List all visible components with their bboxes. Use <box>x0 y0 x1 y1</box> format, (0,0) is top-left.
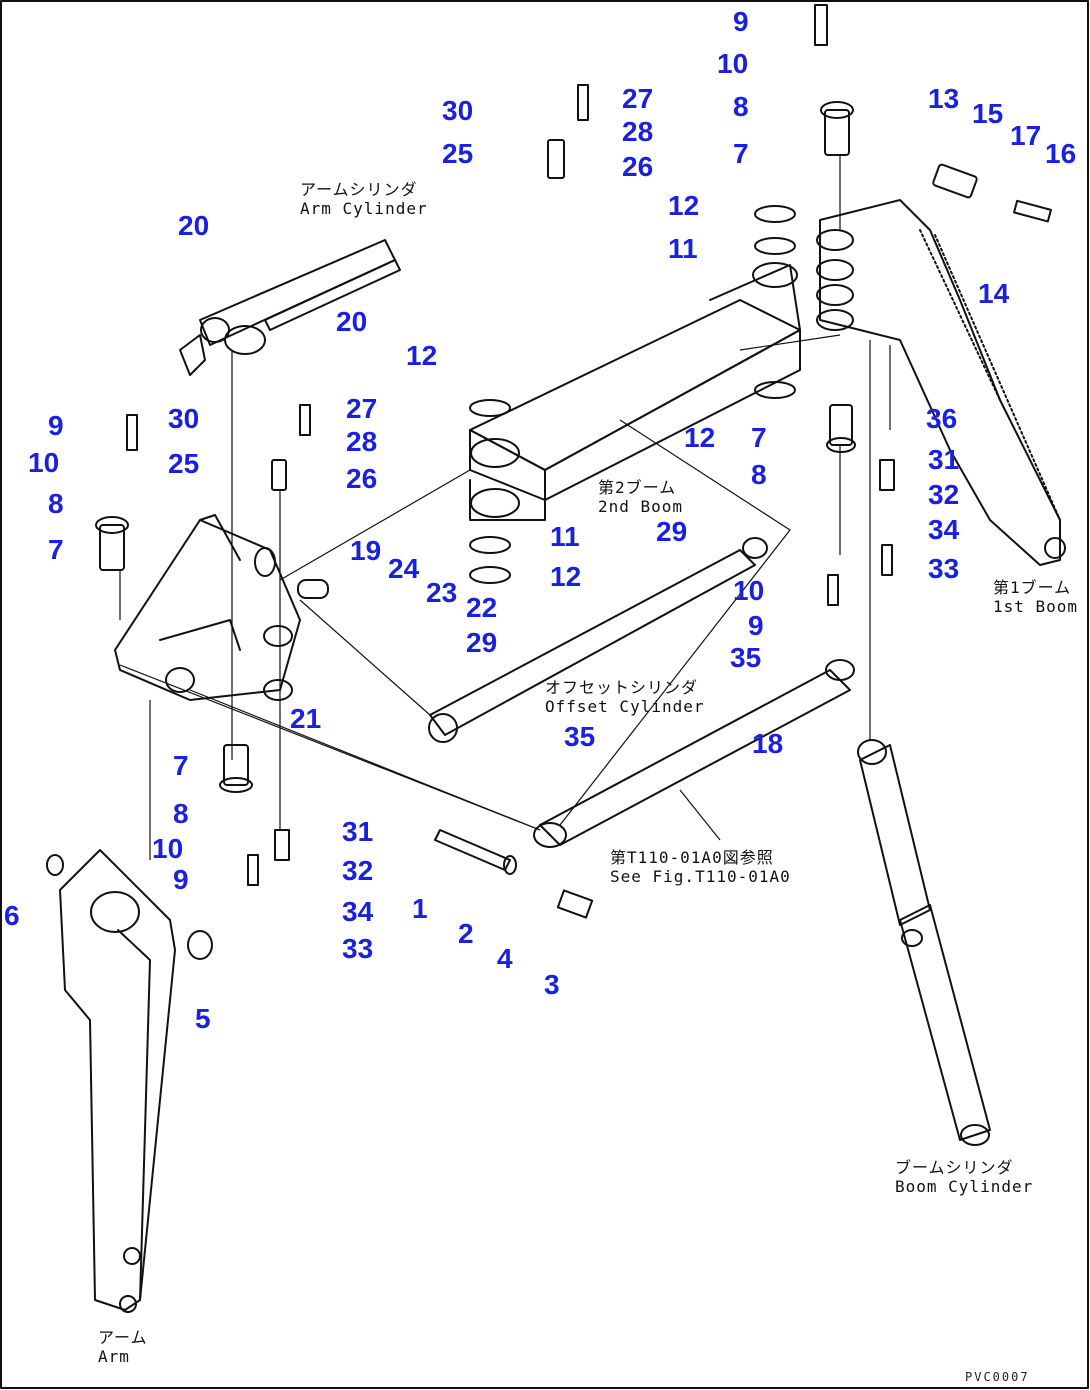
callout-item-22[interactable]: 22 <box>466 592 498 623</box>
callout-item-34[interactable]: 34 <box>342 896 374 927</box>
callout-item-7[interactable]: 7 <box>48 534 64 565</box>
caption-first-boom-en: 1st Boom <box>993 597 1079 616</box>
caption-second-boom-en: 2nd Boom <box>598 497 684 516</box>
callout-item-7[interactable]: 7 <box>751 422 767 453</box>
caption-boom-cylinder: ブームシリンダ Boom Cylinder <box>895 1158 1033 1196</box>
callout-item-2[interactable]: 2 <box>458 918 474 949</box>
callout-item-9[interactable]: 9 <box>733 6 749 37</box>
callout-item-30[interactable]: 30 <box>168 403 200 434</box>
callout-item-23[interactable]: 23 <box>426 577 458 608</box>
caption-arm-cylinder-en: Arm Cylinder <box>300 199 428 218</box>
callout-item-27[interactable]: 27 <box>346 393 378 424</box>
callout-item-7[interactable]: 7 <box>733 138 749 169</box>
callout-item-25[interactable]: 25 <box>442 138 474 169</box>
callout-item-14[interactable]: 14 <box>978 278 1010 309</box>
caption-see-fig-ja: 第T110-01A0図参照 <box>610 848 774 867</box>
small-parts <box>46 4 1052 960</box>
callout-item-13[interactable]: 13 <box>928 83 960 114</box>
callout-item-26[interactable]: 26 <box>346 463 378 494</box>
callout-item-8[interactable]: 8 <box>733 91 749 122</box>
arm-cylinder-shape <box>179 239 401 376</box>
callout-item-19[interactable]: 19 <box>350 535 382 566</box>
callout-item-10[interactable]: 10 <box>733 575 765 606</box>
callout-item-29[interactable]: 29 <box>656 516 688 547</box>
callout-item-16[interactable]: 16 <box>1045 138 1077 169</box>
callout-item-11[interactable]: 11 <box>550 521 580 552</box>
arm-shape <box>59 849 176 1313</box>
callout-item-12[interactable]: 12 <box>550 561 582 592</box>
caption-arm-ja: アーム <box>98 1328 148 1347</box>
callout-item-12[interactable]: 12 <box>668 190 700 221</box>
pin-shape <box>434 829 511 871</box>
callout-item-27[interactable]: 27 <box>622 83 654 114</box>
callout-item-21[interactable]: 21 <box>290 703 322 734</box>
callout-item-8[interactable]: 8 <box>48 488 64 519</box>
second-boom-shape <box>469 262 801 521</box>
caption-boom-cylinder-en: Boom Cylinder <box>895 1177 1034 1196</box>
callout-item-28[interactable]: 28 <box>346 426 378 457</box>
callout-item-29[interactable]: 29 <box>466 627 498 658</box>
callout-item-33[interactable]: 33 <box>928 553 960 584</box>
callout-item-17[interactable]: 17 <box>1010 120 1042 151</box>
callout-item-5[interactable]: 5 <box>195 1003 211 1034</box>
callout-item-20[interactable]: 20 <box>336 306 368 337</box>
caption-first-boom-ja: 第1ブーム <box>993 578 1072 597</box>
caption-arm-en: Arm <box>98 1347 130 1366</box>
callout-item-9[interactable]: 9 <box>173 864 189 895</box>
caption-arm-cylinder: アームシリンダ Arm Cylinder <box>300 180 428 218</box>
caption-offset-cylinder-en: Offset Cylinder <box>545 697 705 716</box>
callout-item-25[interactable]: 25 <box>168 448 200 479</box>
callout-item-34[interactable]: 34 <box>928 514 960 545</box>
caption-see-fig: 第T110-01A0図参照 See Fig.T110-01A0 <box>610 848 791 886</box>
caption-first-boom: 第1ブーム 1st Boom <box>993 578 1078 616</box>
callout-item-35[interactable]: 35 <box>730 642 762 673</box>
offset-cylinder-shape <box>428 537 768 743</box>
callout-item-10[interactable]: 10 <box>717 48 749 79</box>
callout-item-36[interactable]: 36 <box>926 403 958 434</box>
caption-second-boom-ja: 第2ブーム <box>598 478 677 497</box>
callout-item-4[interactable]: 4 <box>497 943 513 974</box>
caption-offset-cylinder-ja: オフセットシリンダ <box>545 678 699 697</box>
callout-item-18[interactable]: 18 <box>752 728 784 759</box>
callout-item-9[interactable]: 9 <box>48 410 64 441</box>
callout-item-9[interactable]: 9 <box>748 610 764 641</box>
caption-arm-cylinder-ja: アームシリンダ <box>300 180 418 199</box>
callout-item-20[interactable]: 20 <box>178 210 210 241</box>
caption-boom-cylinder-ja: ブームシリンダ <box>895 1158 1014 1177</box>
caption-offset-cylinder: オフセットシリンダ Offset Cylinder <box>545 678 705 716</box>
callout-item-32[interactable]: 32 <box>928 479 960 510</box>
first-boom-shape <box>816 199 1066 566</box>
caption-see-fig-en: See Fig.T110-01A0 <box>610 867 791 886</box>
callout-item-35[interactable]: 35 <box>564 721 596 752</box>
caption-arm: アーム Arm <box>98 1328 148 1366</box>
caption-second-boom: 第2ブーム 2nd Boom <box>598 478 683 516</box>
callout-item-32[interactable]: 32 <box>342 855 374 886</box>
callout-item-31[interactable]: 31 <box>342 816 374 847</box>
callout-item-31[interactable]: 31 <box>928 444 960 475</box>
callout-item-8[interactable]: 8 <box>173 798 189 829</box>
boom-cylinder-shape <box>857 739 991 1146</box>
callout-item-10[interactable]: 10 <box>28 447 60 478</box>
callout-item-28[interactable]: 28 <box>622 116 654 147</box>
callout-item-11[interactable]: 11 <box>668 233 698 264</box>
swing-bracket-shape <box>114 514 301 701</box>
callout-item-26[interactable]: 26 <box>622 151 654 182</box>
callout-item-30[interactable]: 30 <box>442 95 474 126</box>
callout-item-12[interactable]: 12 <box>406 340 438 371</box>
callout-item-12[interactable]: 12 <box>684 422 716 453</box>
callout-item-3[interactable]: 3 <box>544 969 560 1000</box>
callout-item-6[interactable]: 6 <box>4 900 20 931</box>
callout-item-10[interactable]: 10 <box>152 833 184 864</box>
callout-item-33[interactable]: 33 <box>342 933 374 964</box>
callout-item-24[interactable]: 24 <box>388 553 420 584</box>
callout-item-7[interactable]: 7 <box>173 750 189 781</box>
link-cylinder-shape <box>533 659 855 848</box>
callout-item-15[interactable]: 15 <box>972 98 1004 129</box>
figure-code: PVC0007 <box>965 1370 1030 1384</box>
callout-item-1[interactable]: 1 <box>412 893 428 924</box>
callout-item-8[interactable]: 8 <box>751 459 767 490</box>
